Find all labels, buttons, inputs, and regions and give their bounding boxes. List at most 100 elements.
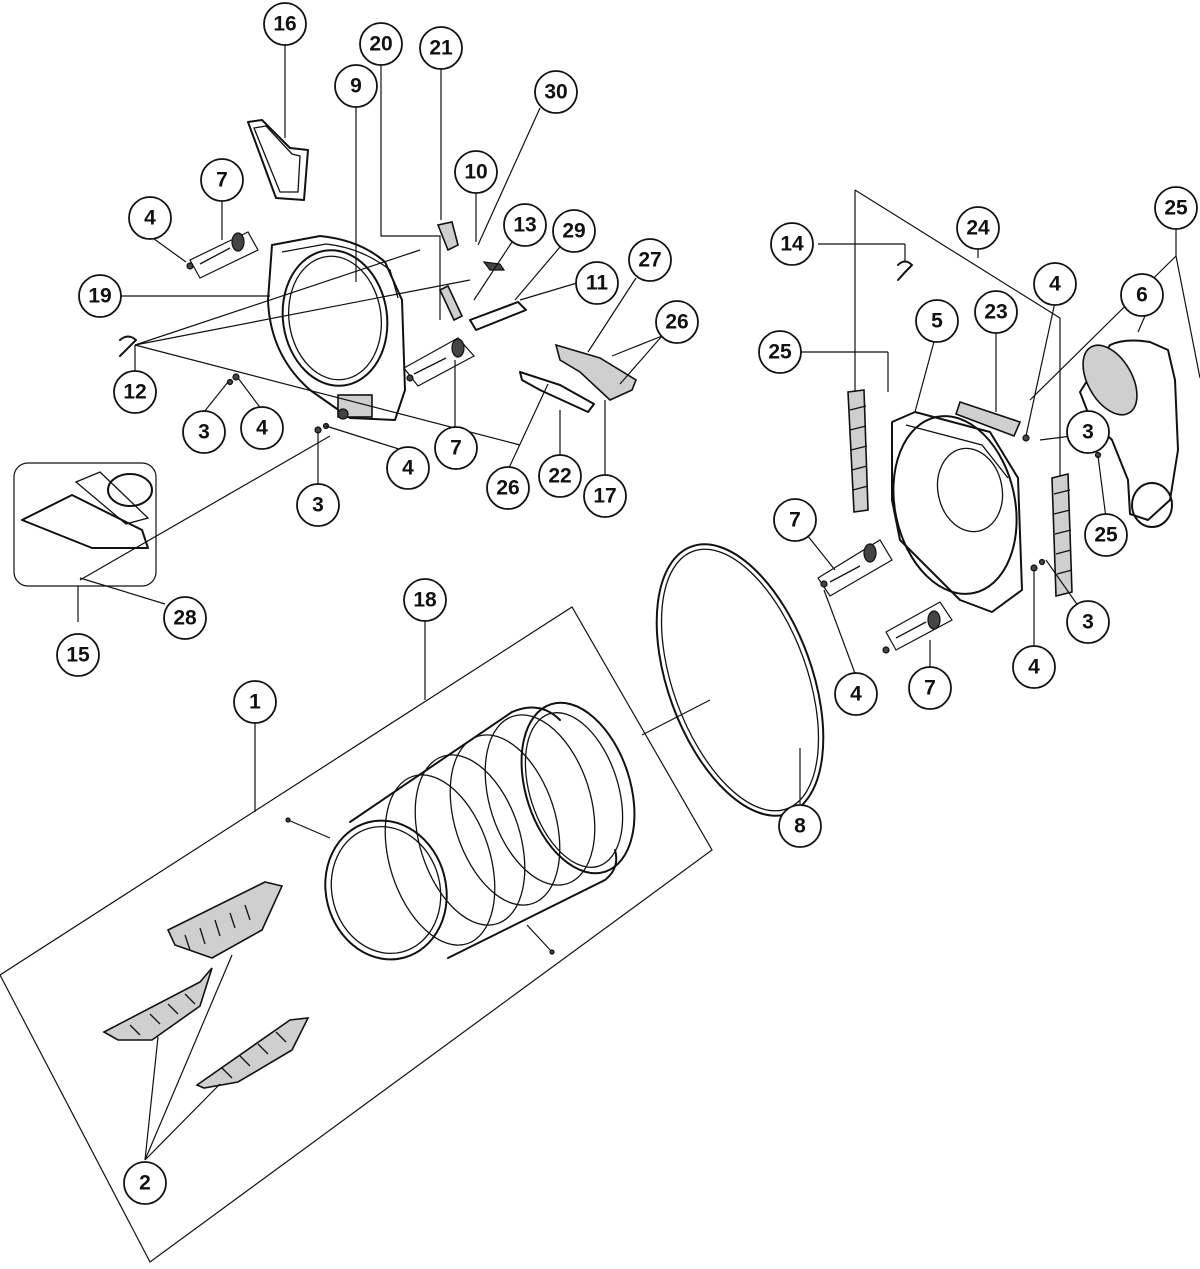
svg-text:17: 17 [593, 485, 616, 508]
sensor-terminal [482, 261, 506, 271]
clamp-12 [119, 335, 137, 357]
lint-duct-kit [13, 462, 157, 587]
callout-29: 29 [552, 209, 596, 253]
callout-14: 14 [770, 222, 814, 266]
drum [285, 701, 636, 961]
callout-27: 27 [628, 238, 672, 282]
callout-10: 10 [454, 150, 498, 194]
lint-filter-housing [247, 119, 309, 201]
svg-text:15: 15 [66, 644, 90, 667]
glide-right [1051, 472, 1073, 598]
bearing-left-mid [403, 337, 475, 387]
callout-3-right-b: 3 [1066, 600, 1110, 644]
front-support-27 [554, 343, 637, 401]
svg-text:29: 29 [562, 220, 585, 243]
callout-17: 17 [583, 474, 627, 518]
svg-text:20: 20 [369, 33, 392, 56]
callout-26-top: 26 [655, 300, 699, 344]
fasteners-left [186, 262, 414, 434]
callout-15: 15 [56, 633, 100, 677]
callout-16: 16 [263, 2, 307, 46]
fasteners-right [820, 434, 1102, 654]
callout-4-right-c: 4 [834, 672, 878, 716]
svg-text:27: 27 [638, 249, 661, 272]
thermostat [436, 221, 459, 252]
callout-4-left-c: 4 [386, 446, 430, 490]
callout-19: 19 [78, 274, 122, 318]
callout-4-right-b: 4 [1012, 645, 1056, 689]
callout-28: 28 [163, 596, 207, 640]
callout-20: 20 [359, 22, 403, 66]
callout-8: 8 [778, 804, 822, 848]
svg-text:7: 7 [216, 169, 228, 192]
bearing-right-top [817, 539, 893, 597]
svg-text:26: 26 [496, 477, 519, 500]
svg-text:30: 30 [544, 81, 567, 104]
svg-text:25: 25 [1094, 524, 1118, 547]
drive-belt [655, 543, 825, 817]
callout-7-right-b: 7 [908, 666, 952, 710]
svg-text:12: 12 [123, 381, 146, 404]
svg-text:4: 4 [1028, 656, 1040, 679]
callout-23: 23 [974, 290, 1018, 334]
exhaust-duct [1079, 339, 1179, 528]
callout-1: 1 [233, 680, 277, 724]
callout-7-left-b: 7 [434, 426, 478, 470]
leader-lines [77, 44, 1200, 1161]
callouts: 1 2 3 3 3 3 4 4 4 4 4 4 5 6 7 7 7 7 8 9 … [56, 2, 1198, 1205]
rear-bracket [954, 400, 1022, 438]
svg-text:16: 16 [273, 13, 296, 36]
callout-4-left-b: 4 [240, 406, 284, 450]
callout-5: 5 [915, 299, 959, 343]
bearing-left-top [189, 231, 259, 279]
callout-25-left: 25 [758, 330, 802, 374]
svg-text:28: 28 [173, 607, 197, 630]
svg-text:7: 7 [450, 437, 462, 460]
callout-12: 12 [113, 370, 157, 414]
rear-bulkhead [891, 411, 1023, 613]
glide-left [847, 389, 869, 513]
svg-text:7: 7 [789, 509, 801, 532]
heater-bracket [469, 301, 527, 331]
baffle-middle [102, 967, 213, 1041]
callout-26-bottom: 26 [486, 466, 530, 510]
svg-text:4: 4 [850, 683, 862, 706]
callout-2: 2 [123, 1161, 167, 1205]
thermal-fuse [438, 284, 464, 322]
callout-4-right-a: 4 [1033, 262, 1077, 306]
callout-24: 24 [956, 206, 1000, 250]
baffle-bottom [195, 1017, 310, 1089]
callout-11: 11 [575, 261, 619, 305]
svg-text:3: 3 [312, 494, 324, 517]
svg-text:3: 3 [1082, 421, 1094, 444]
svg-text:11: 11 [586, 272, 609, 295]
callout-4-left-a: 4 [128, 196, 172, 240]
svg-text:9: 9 [350, 75, 362, 98]
front-bulkhead [267, 235, 406, 421]
svg-text:24: 24 [966, 217, 990, 240]
callout-21: 21 [419, 26, 463, 70]
svg-text:7: 7 [924, 677, 936, 700]
drum-assembly-frame [0, 606, 713, 1263]
callout-13: 13 [503, 203, 547, 247]
callout-22: 22 [538, 454, 582, 498]
svg-text:19: 19 [88, 285, 111, 308]
svg-text:6: 6 [1136, 284, 1148, 307]
callout-9: 9 [334, 64, 378, 108]
svg-text:4: 4 [144, 207, 156, 230]
svg-text:5: 5 [931, 310, 943, 333]
clamp-14 [897, 260, 913, 281]
svg-text:1: 1 [249, 691, 261, 714]
front-support-22 [519, 371, 595, 413]
callout-3-left-a: 3 [182, 410, 226, 454]
svg-text:3: 3 [1082, 611, 1094, 634]
callout-3-right-a: 3 [1066, 410, 1110, 454]
callout-30: 30 [534, 70, 578, 114]
svg-text:3: 3 [198, 421, 210, 444]
bearing-right-bottom [885, 601, 953, 651]
svg-text:4: 4 [1049, 273, 1061, 296]
callout-18: 18 [403, 578, 447, 622]
svg-text:8: 8 [794, 815, 806, 838]
callout-25-right: 25 [1084, 513, 1128, 557]
